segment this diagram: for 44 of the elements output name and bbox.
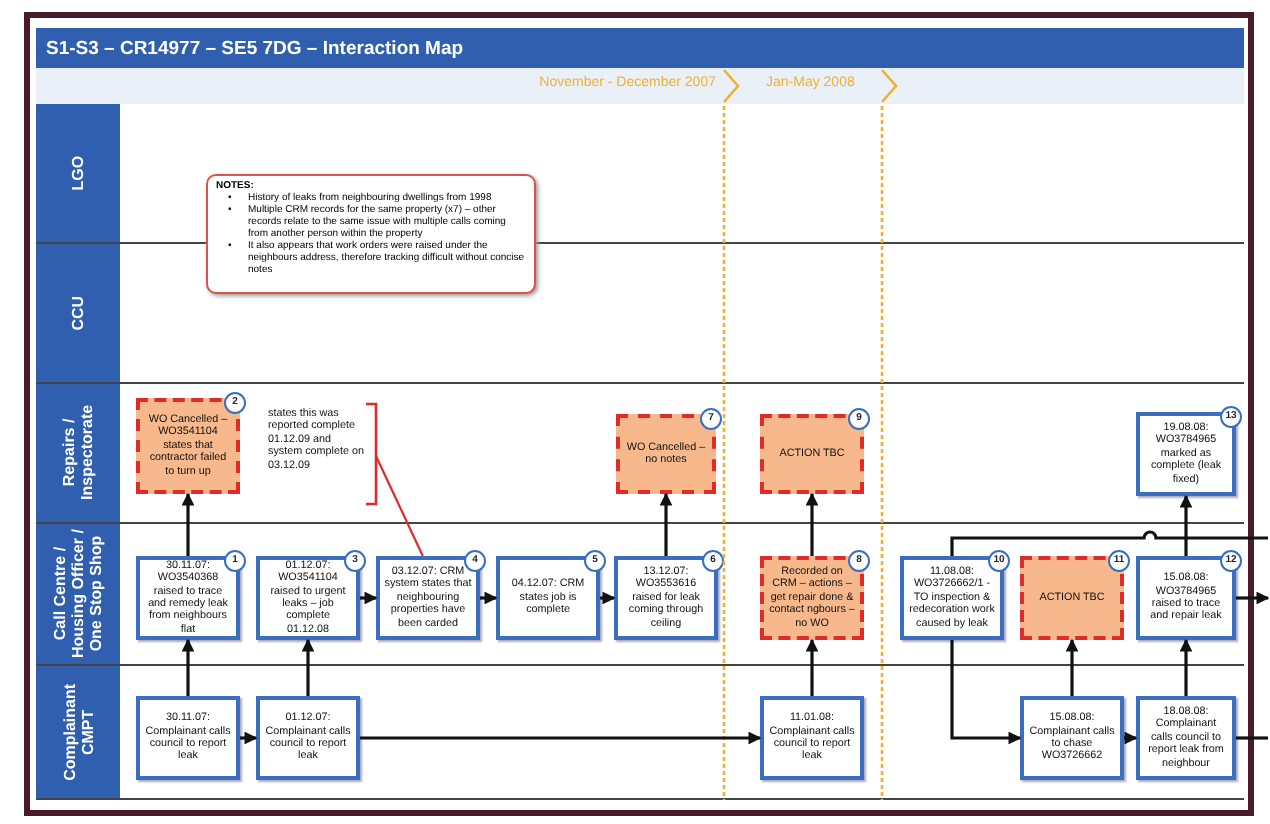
action-box [1020,556,1124,640]
lane-header: Repairs / Inspectorate [36,384,120,522]
process-box [256,556,360,640]
swimlane [36,244,1244,384]
lane-header: LGO [36,104,120,242]
connector-line [950,530,1268,556]
arrow [360,731,762,745]
process-box [1136,556,1236,640]
arrow [659,492,673,556]
arrow [950,640,1022,745]
arrow [805,638,819,696]
arrow [1179,638,1193,696]
process-box [1136,412,1236,496]
arrow [240,731,258,745]
arrow [600,591,616,605]
swimlane [36,524,1244,666]
arrow [805,492,819,556]
leader-line [375,455,424,557]
action-box [760,414,864,494]
lane-header: Complainant CMPT [36,666,120,798]
diagram-title: S1-S3 – CR14977 – SE5 7DG – Interaction Map [46,37,464,59]
arrow [360,591,378,605]
arrow [181,638,195,696]
process-box [496,556,600,640]
swimlane [36,384,1244,524]
arrow [480,591,498,605]
arrow [181,492,195,556]
swimlane [36,666,1244,800]
arrow [1124,731,1138,745]
process-box [136,696,240,780]
action-box [136,398,240,494]
notes-box [206,174,536,294]
action-box [616,414,716,494]
lane-header: Call Centre / Housing Officer / One Stop Shop [36,524,120,664]
process-box [1020,696,1124,780]
arrow [1179,494,1193,556]
arrow [301,638,315,696]
process-box [760,696,864,780]
process-box [614,556,718,640]
lane-header: CCU [36,244,120,382]
arrow [1065,638,1079,696]
arrow [1236,591,1270,605]
process-box [256,696,360,780]
connector-line [1236,736,1268,740]
